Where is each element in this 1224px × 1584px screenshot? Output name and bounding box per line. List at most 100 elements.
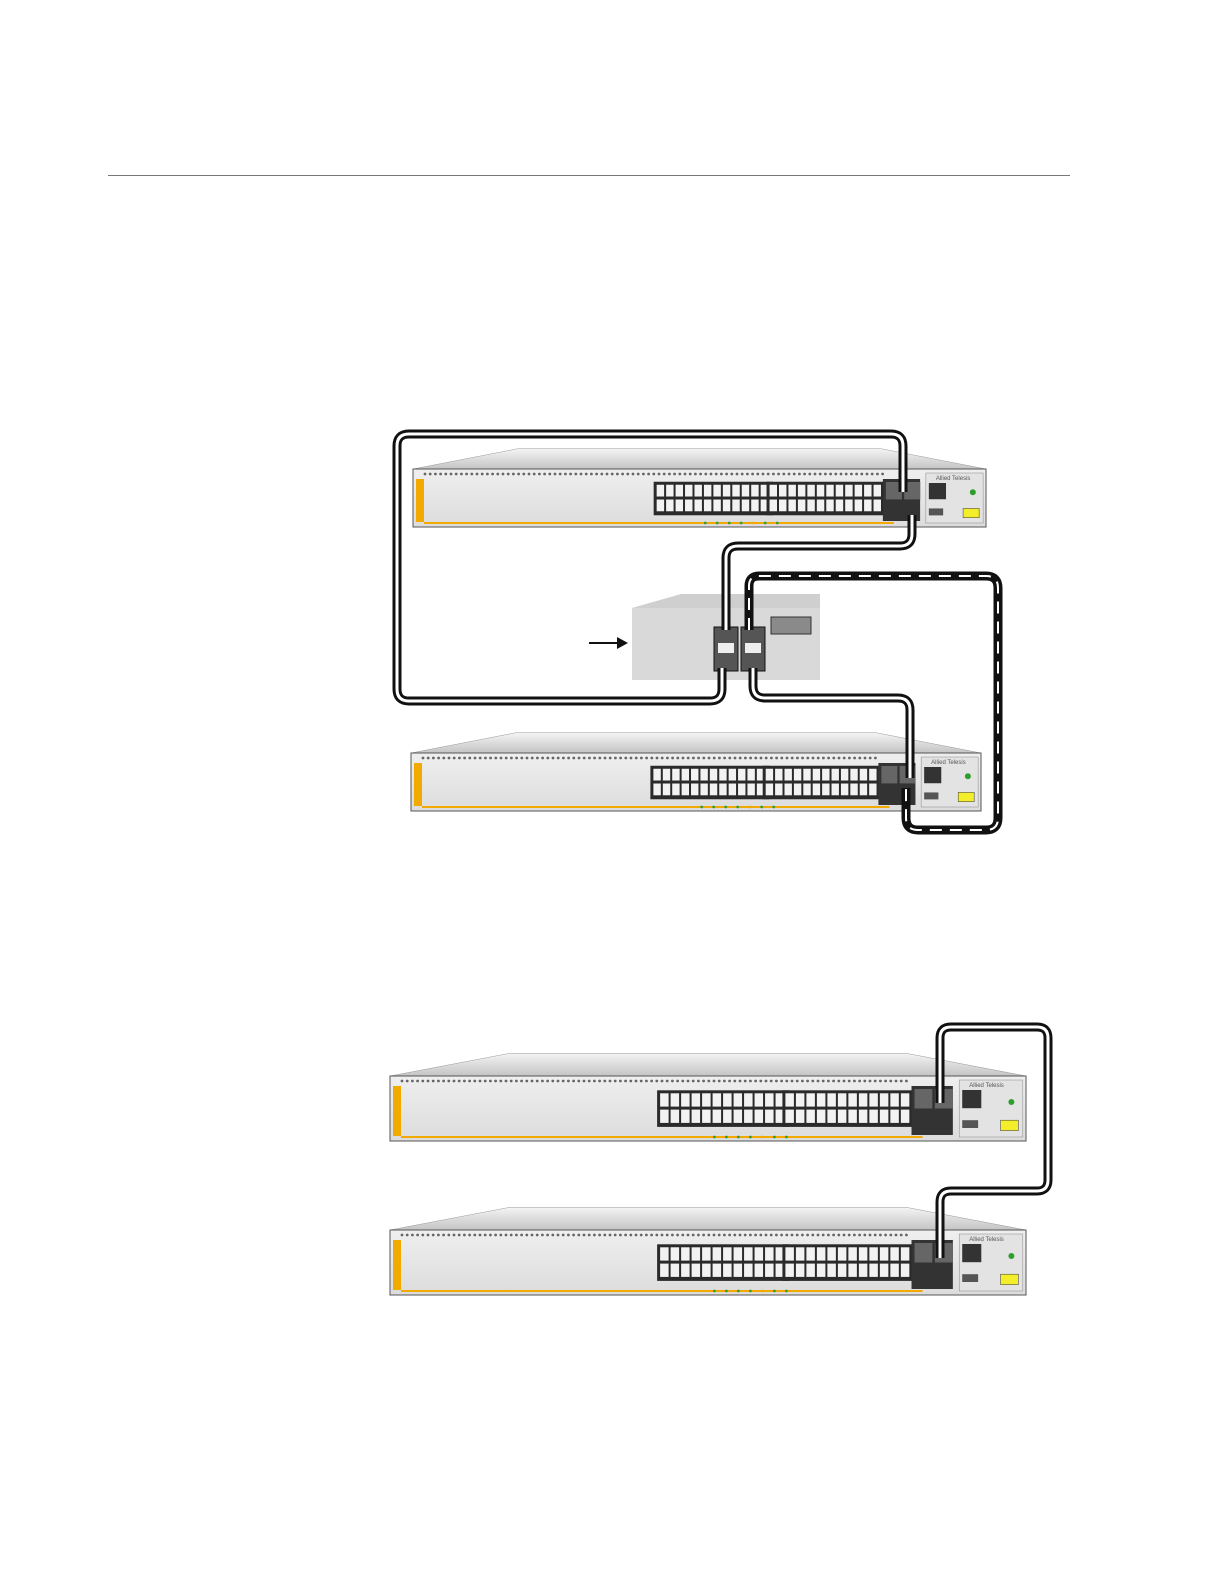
rj45-port <box>672 784 679 796</box>
rj45-port <box>841 769 848 781</box>
rj45-port <box>901 1093 909 1106</box>
mgmt-port <box>924 767 941 783</box>
rj45-port <box>744 1247 752 1260</box>
rj45-port <box>803 784 810 796</box>
rj45-port <box>671 1093 679 1106</box>
rj45-port <box>890 1093 898 1106</box>
rj45-port <box>848 1247 856 1260</box>
rj45-port-block-1 <box>657 1244 789 1281</box>
rj45-port <box>813 769 820 781</box>
rj45-port <box>765 1093 773 1106</box>
rj45-port-block-1 <box>654 482 773 516</box>
rj45-port <box>855 485 862 497</box>
rj45-port <box>817 1110 825 1123</box>
rj45-port <box>901 1247 909 1260</box>
rj45-port <box>744 1264 752 1277</box>
rj45-port <box>779 500 786 512</box>
rj45-port <box>874 485 881 497</box>
rj45-port <box>694 500 701 512</box>
rj45-port <box>796 1093 804 1106</box>
rj45-port <box>836 500 843 512</box>
rj45-port <box>806 1093 814 1106</box>
rj45-port <box>660 1247 668 1260</box>
rj45-port <box>666 485 673 497</box>
rj45-port <box>798 500 805 512</box>
rj45-port <box>765 1264 773 1277</box>
rj45-port <box>788 485 795 497</box>
rj45-port <box>755 1247 763 1260</box>
rj45-port <box>723 1110 731 1123</box>
rj45-port <box>838 1110 846 1123</box>
rj45-port <box>827 1110 835 1123</box>
rj45-port <box>660 1264 668 1277</box>
rj45-port <box>723 1264 731 1277</box>
rj45-port <box>766 784 773 796</box>
rj45-port <box>806 1110 814 1123</box>
rj45-port <box>864 500 871 512</box>
rj45-port <box>788 500 795 512</box>
brand-logo: Allied Telesis <box>969 1237 1004 1243</box>
rj45-port <box>832 784 839 796</box>
rj45-port <box>755 1264 763 1277</box>
rj45-port <box>826 500 833 512</box>
rj45-port <box>676 500 683 512</box>
rj45-port <box>806 1247 814 1260</box>
status-label <box>958 792 974 801</box>
rj45-port <box>685 500 692 512</box>
rj45-port <box>691 769 698 781</box>
rj45-port <box>845 500 852 512</box>
rj45-port <box>826 485 833 497</box>
rj45-port <box>747 784 754 796</box>
rj45-port-block-1 <box>650 766 769 800</box>
usb-port <box>924 792 938 799</box>
rj45-port <box>681 1264 689 1277</box>
rj45-port <box>817 485 824 497</box>
rj45-port <box>806 1264 814 1277</box>
rj45-port <box>710 784 717 796</box>
rj45-port <box>732 485 739 497</box>
vent-row <box>424 473 884 476</box>
rj45-port <box>657 500 664 512</box>
mgmt-port <box>962 1244 981 1262</box>
rj45-port <box>785 1093 793 1106</box>
rj45-port <box>713 485 720 497</box>
rj45-port <box>682 784 689 796</box>
rj45-port <box>723 485 730 497</box>
rj45-port <box>732 500 739 512</box>
rj45-port <box>880 1110 888 1123</box>
status-label <box>963 508 979 517</box>
rj45-port <box>747 769 754 781</box>
rj45-port <box>681 1093 689 1106</box>
rj45-port <box>660 1093 668 1106</box>
rj45-port <box>874 500 881 512</box>
rj45-port <box>848 1110 856 1123</box>
rj45-port <box>723 1093 731 1106</box>
rj45-port <box>796 1110 804 1123</box>
rj45-port <box>671 1247 679 1260</box>
usb-port <box>962 1120 978 1128</box>
power-led <box>1008 1253 1014 1259</box>
rj45-port <box>890 1247 898 1260</box>
rj45-port <box>848 1093 856 1106</box>
rj45-port <box>729 769 736 781</box>
rj45-port <box>719 784 726 796</box>
rj45-port <box>663 769 670 781</box>
rj45-port <box>890 1264 898 1277</box>
rj45-port <box>850 769 857 781</box>
rj45-port <box>785 1247 793 1260</box>
rj45-port <box>702 1110 710 1123</box>
rj45-port <box>807 485 814 497</box>
rj45-port <box>817 1247 825 1260</box>
rj45-port <box>869 1264 877 1277</box>
rj45-port <box>755 1110 763 1123</box>
rj45-port <box>845 485 852 497</box>
rj45-port <box>855 500 862 512</box>
rj45-port <box>813 784 820 796</box>
rj45-port-block-2 <box>782 1244 914 1281</box>
rj45-port <box>657 485 664 497</box>
rj45-port <box>692 1110 700 1123</box>
rj45-port <box>850 784 857 796</box>
rj45-port <box>742 500 749 512</box>
rj45-port <box>869 784 876 796</box>
rj45-port <box>827 1247 835 1260</box>
